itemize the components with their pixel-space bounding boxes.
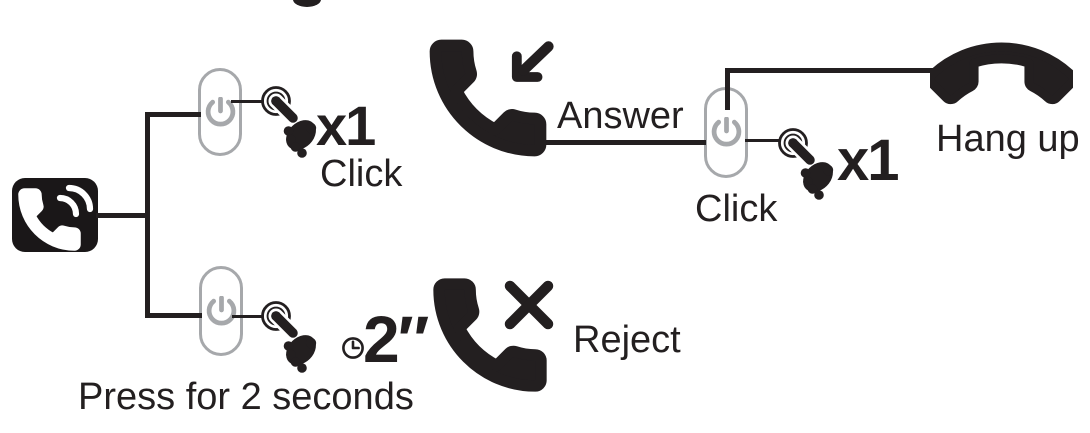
- power-button-hangup: [704, 87, 748, 178]
- reject-press-action: Press for 2 seconds: [78, 376, 414, 418]
- hangup-press-action: Click: [695, 188, 778, 230]
- power-button-answer: [198, 68, 242, 156]
- phone-icon: [18, 188, 81, 251]
- hangup-press-count: x1: [837, 128, 899, 193]
- connector-branch-top: [148, 112, 201, 117]
- incoming-arrow-icon: [511, 41, 554, 82]
- tap-click-icon: [260, 300, 330, 378]
- answer-press-count: x1: [316, 94, 376, 157]
- press-line-answer: [231, 100, 264, 103]
- connector-branch-bottom: [148, 313, 202, 318]
- press-line-hangup: [745, 139, 780, 142]
- ring-waves-icon: [56, 184, 94, 218]
- power-button-reject: [199, 266, 243, 356]
- reject-label: Reject: [573, 319, 681, 361]
- hangup-handset-icon: [930, 38, 1073, 107]
- reject-press-count: 2″: [363, 302, 429, 376]
- cropped-title-fragment: [293, 0, 321, 7]
- connector-badge: [96, 213, 148, 218]
- hangup-label: Hang up: [936, 118, 1080, 160]
- answer-label: Answer: [557, 95, 684, 137]
- power-icon: [711, 117, 742, 148]
- incoming-call-icon: [12, 178, 98, 252]
- connector-hangup-horizontal: [727, 68, 937, 73]
- clock-icon: [342, 337, 364, 359]
- power-icon: [206, 296, 237, 327]
- press-line-reject: [232, 315, 264, 318]
- connector-branch-vertical: [145, 112, 150, 318]
- connector-hangup-vertical: [725, 68, 730, 110]
- reject-x-icon: [504, 280, 554, 330]
- connector-answer: [545, 140, 706, 145]
- answer-press-action: Click: [320, 153, 403, 195]
